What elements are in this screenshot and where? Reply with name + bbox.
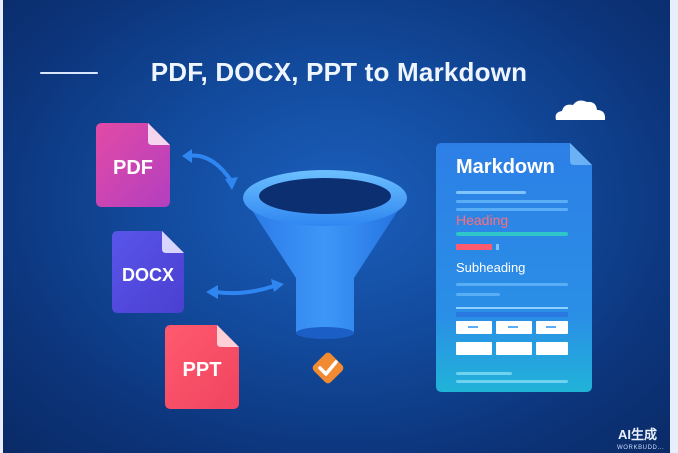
- funnel-icon: [243, 170, 407, 339]
- swap-arrow-icon: [182, 149, 238, 190]
- ppt-file-label: PPT: [182, 359, 222, 381]
- watermark-label: AI生成: [618, 427, 658, 442]
- ppt-file-icon: PPT: [165, 325, 239, 409]
- docx-file-icon: DOCX: [112, 231, 184, 313]
- cloud-icon: [555, 100, 606, 120]
- pdf-file-icon: PDF: [96, 123, 170, 207]
- frame-border-right: [670, 0, 678, 453]
- watermark-sublabel: WORKBUDD...: [617, 445, 665, 451]
- pdf-file-label: PDF: [113, 157, 153, 179]
- markdown-document: [436, 143, 592, 392]
- swap-arrow-icon: [206, 279, 284, 299]
- markdown-heading: Heading: [456, 212, 509, 228]
- markdown-subheading: Subheading: [456, 260, 526, 275]
- checkmark-icon: [312, 352, 344, 384]
- title-decoration-line: [40, 72, 98, 74]
- markdown-title: Markdown: [456, 156, 555, 178]
- frame-border-left: [0, 0, 3, 453]
- docx-file-label: DOCX: [121, 265, 174, 285]
- page-title: PDF, DOCX, PPT to Markdown: [150, 57, 528, 87]
